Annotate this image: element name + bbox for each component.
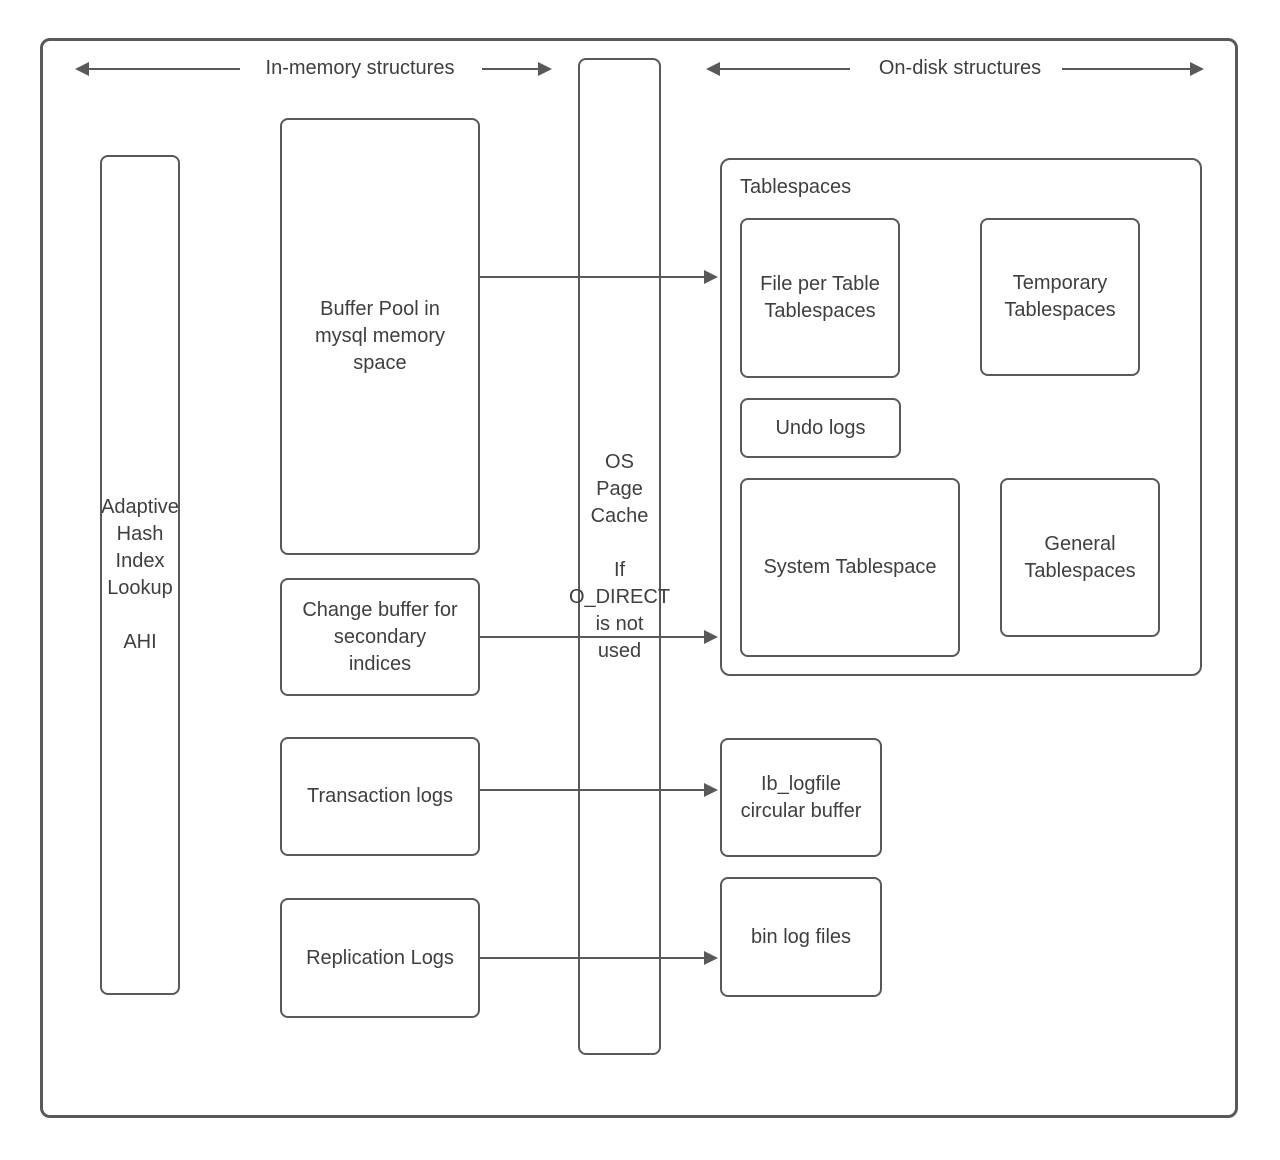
outer-border	[40, 38, 1238, 1118]
in-memory-structures-header: In-memory structures	[265, 57, 455, 79]
replication-logs-node: Replication Logs	[280, 898, 480, 1018]
file-per-table-tablespaces-node: File per Table Tablespaces	[740, 218, 900, 378]
on-disk-structures-header: On-disk structures	[878, 57, 1042, 79]
in-memory-right-arrow	[482, 62, 552, 76]
arrow-buffer-pool-to-tablespaces	[480, 270, 718, 284]
general-tablespaces-node: General Tablespaces	[1000, 478, 1160, 637]
ib-logfile-node: Ib_logfile circular buffer	[720, 738, 882, 857]
arrow-replication-logs-to-bin-log-files	[480, 951, 718, 965]
bin-log-files-label: bin log files	[750, 925, 852, 948]
adaptive-hash-index-node: Adaptive Hash Index Lookup AHI	[100, 155, 180, 995]
ib-logfile-label: Ib_logfile circular buffer	[740, 772, 862, 822]
adaptive-hash-index-title: Adaptive Hash Index Lookup	[101, 496, 179, 599]
transaction-logs-node: Transaction logs	[280, 737, 480, 856]
undo-logs-node: Undo logs	[740, 398, 901, 458]
bin-log-files-node: bin log files	[720, 877, 882, 997]
buffer-pool-node: Buffer Pool in mysql memory space	[280, 118, 480, 555]
change-buffer-label: Change buffer for secondary indices	[302, 598, 458, 675]
system-tablespace-label: System Tablespace	[763, 556, 937, 578]
os-page-cache-title: OS Page Cache	[590, 450, 649, 527]
os-page-cache-text: OS Page Cache If O_DIRECT is not used	[569, 449, 670, 665]
file-per-table-tablespaces-label: File per Table Tablespaces	[760, 273, 880, 322]
adaptive-hash-index-text: Adaptive Hash Index Lookup AHI	[101, 494, 179, 656]
change-buffer-node: Change buffer for secondary indices	[280, 578, 480, 696]
os-page-cache-node: OS Page Cache If O_DIRECT is not used	[569, 58, 670, 1055]
general-tablespaces-label: General Tablespaces	[1024, 532, 1136, 582]
adaptive-hash-index-subtitle: AHI	[123, 631, 157, 653]
temporary-tablespaces-node: Temporary Tablespaces	[980, 218, 1140, 376]
temporary-tablespaces-label: Temporary Tablespaces	[1004, 272, 1116, 321]
undo-logs-label: Undo logs	[775, 416, 866, 439]
on-disk-right-arrow	[1062, 62, 1204, 76]
transaction-logs-label: Transaction logs	[307, 785, 453, 807]
buffer-pool-label: Buffer Pool in mysql memory space	[314, 298, 445, 374]
arrow-change-buffer-to-tablespaces	[480, 630, 718, 644]
replication-logs-label: Replication Logs	[306, 946, 454, 969]
tablespaces-label: Tablespaces	[740, 176, 852, 198]
os-page-cache-subtitle: If O_DIRECT is not used	[568, 558, 671, 662]
in-memory-left-arrow	[75, 62, 240, 76]
arrow-transaction-logs-to-ib-logfile	[480, 783, 718, 797]
system-tablespace-node: System Tablespace	[740, 478, 960, 657]
on-disk-left-arrow	[706, 62, 850, 76]
